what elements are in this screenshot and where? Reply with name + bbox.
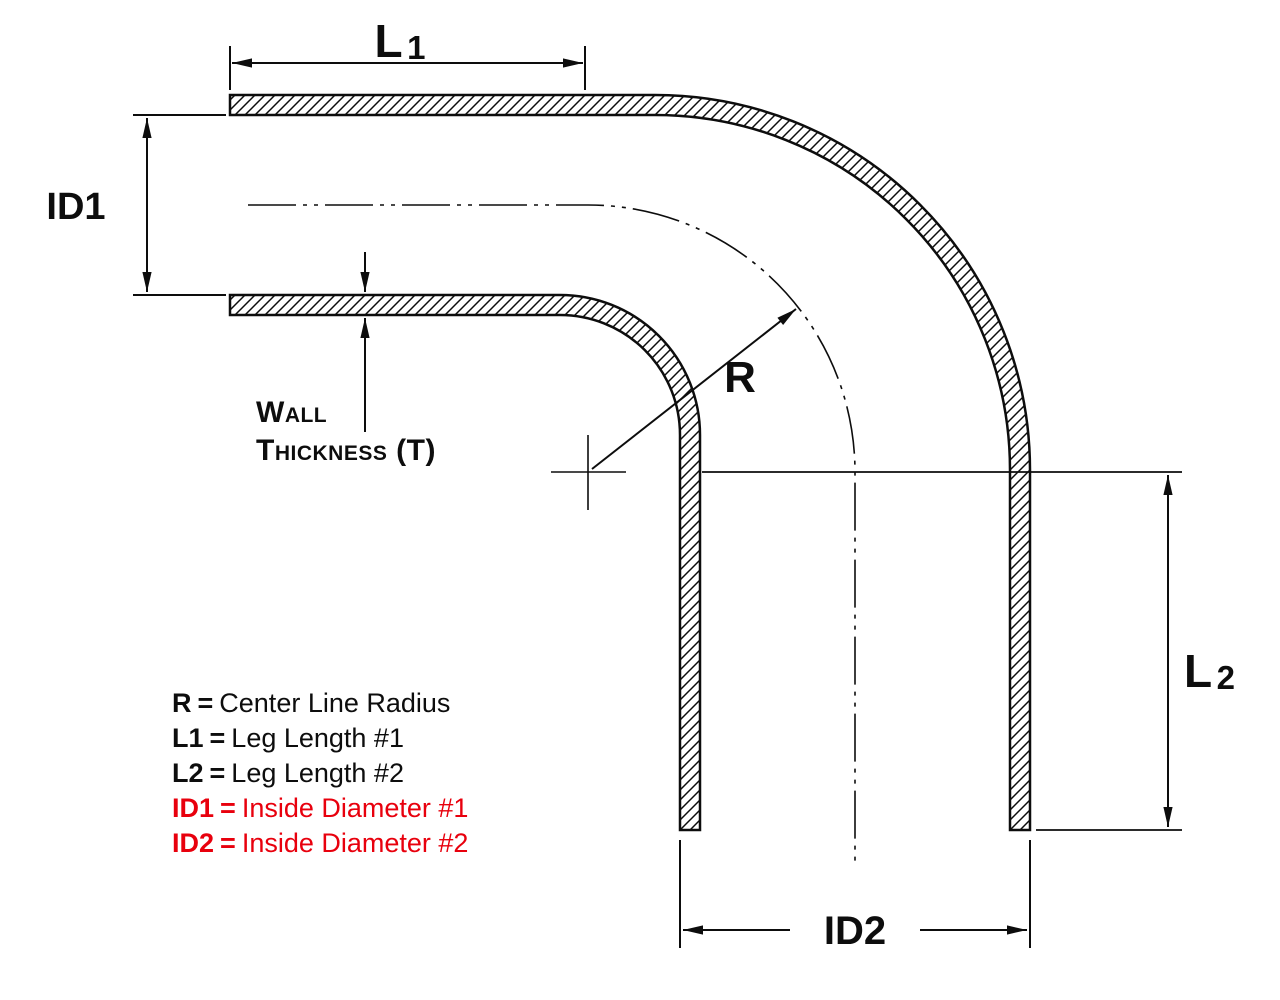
l2-dimension [702,471,1182,831]
l1-label-sub: 1 [407,29,425,66]
l2-label-sub: 2 [1217,659,1235,696]
legend-separator: = [220,828,236,858]
id2-dimension [679,840,1031,948]
elbow-tube [228,93,1032,862]
id1-dimension-label: ID1 [46,186,105,228]
legend-term: ID2 [172,828,215,858]
legend-item-r: R=Center Line Radius [172,686,468,721]
id1-dimension [133,114,226,296]
l2-label-base: L [1184,645,1212,697]
legend-item-id1: ID1=Inside Diameter #1 [172,791,468,826]
legend-separator: = [209,723,226,753]
wall-thickness-label-line1: Wall [256,396,327,429]
l1-label-base: L [375,15,403,67]
legend-definition: Center Line Radius [219,688,451,718]
legend-term: L1 [172,723,204,753]
l1-dimension-label: L 1 [375,15,426,67]
legend-separator: = [209,758,226,788]
legend-item-l2: L2=Leg Length #2 [172,756,468,791]
l1-dimension [229,46,586,90]
legend-item-l1: L1=Leg Length #1 [172,721,468,756]
legend-term: R [172,688,192,718]
id2-dimension-label: ID2 [824,909,886,953]
inner-wall [228,293,702,832]
legend-separator: = [197,688,214,718]
wall-thickness-label-line2: Thickness (T) [256,434,436,467]
radius-arrow [591,308,797,470]
outer-wall [228,93,1032,832]
legend: R=Center Line Radius L1=Leg Length #1 L2… [172,686,468,861]
bend-center-cross [551,435,626,510]
legend-term: ID1 [172,793,215,823]
legend-definition: Leg Length #1 [231,723,404,753]
legend-definition: Inside Diameter #1 [241,793,469,823]
l2-dimension-label: L 2 [1184,645,1235,697]
legend-definition: Leg Length #2 [231,758,404,788]
radius-label: R [724,353,756,402]
legend-item-id2: ID2=Inside Diameter #2 [172,826,468,861]
centerline [248,204,856,862]
legend-term: L2 [172,758,204,788]
legend-definition: Inside Diameter #2 [241,828,469,858]
legend-separator: = [220,793,236,823]
